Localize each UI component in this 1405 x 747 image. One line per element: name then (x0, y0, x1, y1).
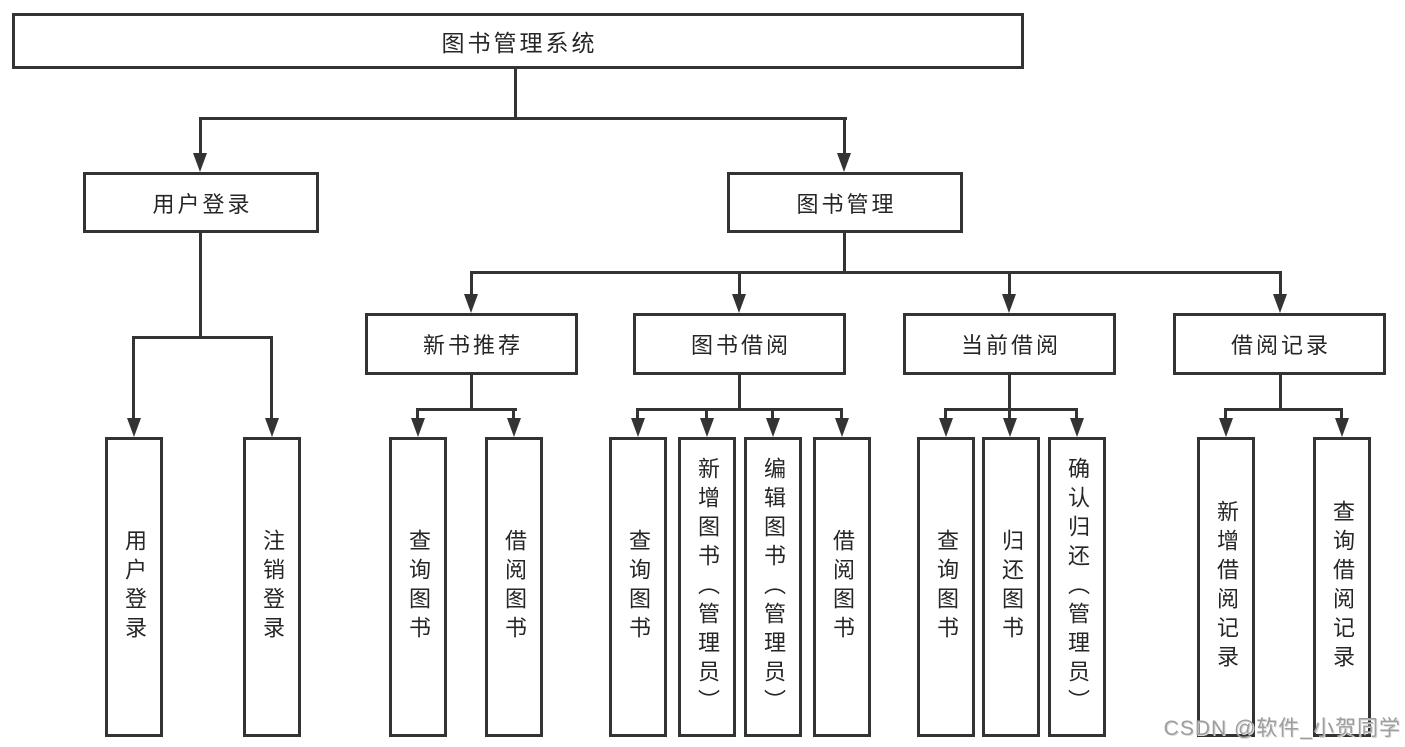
connector-drop (1075, 408, 1078, 420)
arrow-down-icon (1273, 294, 1287, 313)
connector-drop (1340, 408, 1343, 420)
connector-book-mgmt-stem (843, 233, 846, 273)
connector-drop (636, 408, 639, 420)
connector-drop-leaf-user-login (132, 336, 135, 420)
leaf-return-books: 归还图书 (982, 437, 1040, 737)
arrow-down-icon (1003, 418, 1017, 437)
leaf-query-books-recommend: 查询图书 (389, 437, 447, 737)
connector-drop-book-mgmt (843, 117, 846, 154)
leaf-confirm-return-admin: 确认归还（管理员） (1048, 437, 1106, 737)
connector-current-borrow-rail (944, 408, 1078, 411)
node-user-login: 用户登录 (83, 172, 319, 233)
leaf-user-login: 用户登录 (105, 437, 163, 737)
connector-drop-current-borrow (1008, 271, 1011, 295)
arrow-down-icon (1002, 294, 1016, 313)
connector-book-mgmt-rail (470, 271, 1282, 274)
arrow-down-icon (700, 418, 714, 437)
arrow-down-icon (1219, 418, 1233, 437)
connector-current-borrow-stem (1008, 375, 1011, 411)
connector-drop-borrow-record (1279, 271, 1282, 295)
leaf-query-books-current: 查询图书 (917, 437, 975, 737)
arrow-down-icon (766, 418, 780, 437)
arrow-down-icon (631, 418, 645, 437)
csdn-watermark: CSDN @软件_小贺同学 (1163, 717, 1401, 740)
leaf-add-borrow-record: 新增借阅记录 (1197, 437, 1255, 737)
arrow-down-icon (732, 294, 746, 313)
node-new-book-recommendation: 新书推荐 (365, 313, 578, 375)
arrow-down-icon (939, 418, 953, 437)
connector-new-book-rec-stem (470, 375, 473, 411)
leaf-borrow-books-recommend: 借阅图书 (485, 437, 543, 737)
node-current-borrowing: 当前借阅 (903, 313, 1116, 375)
leaf-add-books-admin: 新增图书（管理员） (678, 437, 736, 737)
leaf-logout: 注销登录 (243, 437, 301, 737)
connector-borrow-record-stem (1279, 375, 1282, 411)
connector-drop-leaf-logout (270, 336, 273, 420)
connector-drop (1224, 408, 1227, 420)
connector-book-borrow-stem (738, 375, 741, 411)
arrow-down-icon (507, 418, 521, 437)
connector-drop-book-borrow (738, 271, 741, 295)
connector-root-stem (514, 69, 517, 119)
arrow-down-icon (265, 418, 279, 437)
connector-drop (416, 408, 419, 420)
node-root-library-management-system: 图书管理系统 (12, 13, 1024, 69)
arrow-down-icon (127, 418, 141, 437)
connector-root-rail (199, 117, 847, 120)
connector-drop-new-book-rec (470, 271, 473, 295)
leaf-query-borrow-record: 查询借阅记录 (1313, 437, 1371, 737)
connector-drop-user-login (199, 117, 202, 154)
arrow-down-icon (835, 418, 849, 437)
connector-drop (944, 408, 947, 420)
connector-drop (512, 408, 515, 420)
connector-drop (705, 408, 708, 420)
connector-borrow-record-rail (1224, 408, 1343, 411)
node-book-borrowing: 图书借阅 (633, 313, 846, 375)
connector-user-login-stem (199, 233, 202, 339)
leaf-edit-books-admin: 编辑图书（管理员） (744, 437, 802, 737)
leaf-query-books-borrowing: 查询图书 (609, 437, 667, 737)
node-borrowing-records: 借阅记录 (1173, 313, 1386, 375)
arrow-down-icon (193, 153, 207, 172)
connector-book-borrow-rail (636, 408, 843, 411)
connector-drop (1008, 408, 1011, 420)
leaf-borrow-books: 借阅图书 (813, 437, 871, 737)
arrow-down-icon (1070, 418, 1084, 437)
connector-drop (840, 408, 843, 420)
connector-user-login-rail (132, 336, 273, 339)
connector-drop (771, 408, 774, 420)
connector-new-book-rec-rail (416, 408, 517, 411)
arrow-down-icon (837, 153, 851, 172)
arrow-down-icon (464, 294, 478, 313)
node-book-management: 图书管理 (727, 172, 963, 233)
arrow-down-icon (411, 418, 425, 437)
arrow-down-icon (1335, 418, 1349, 437)
